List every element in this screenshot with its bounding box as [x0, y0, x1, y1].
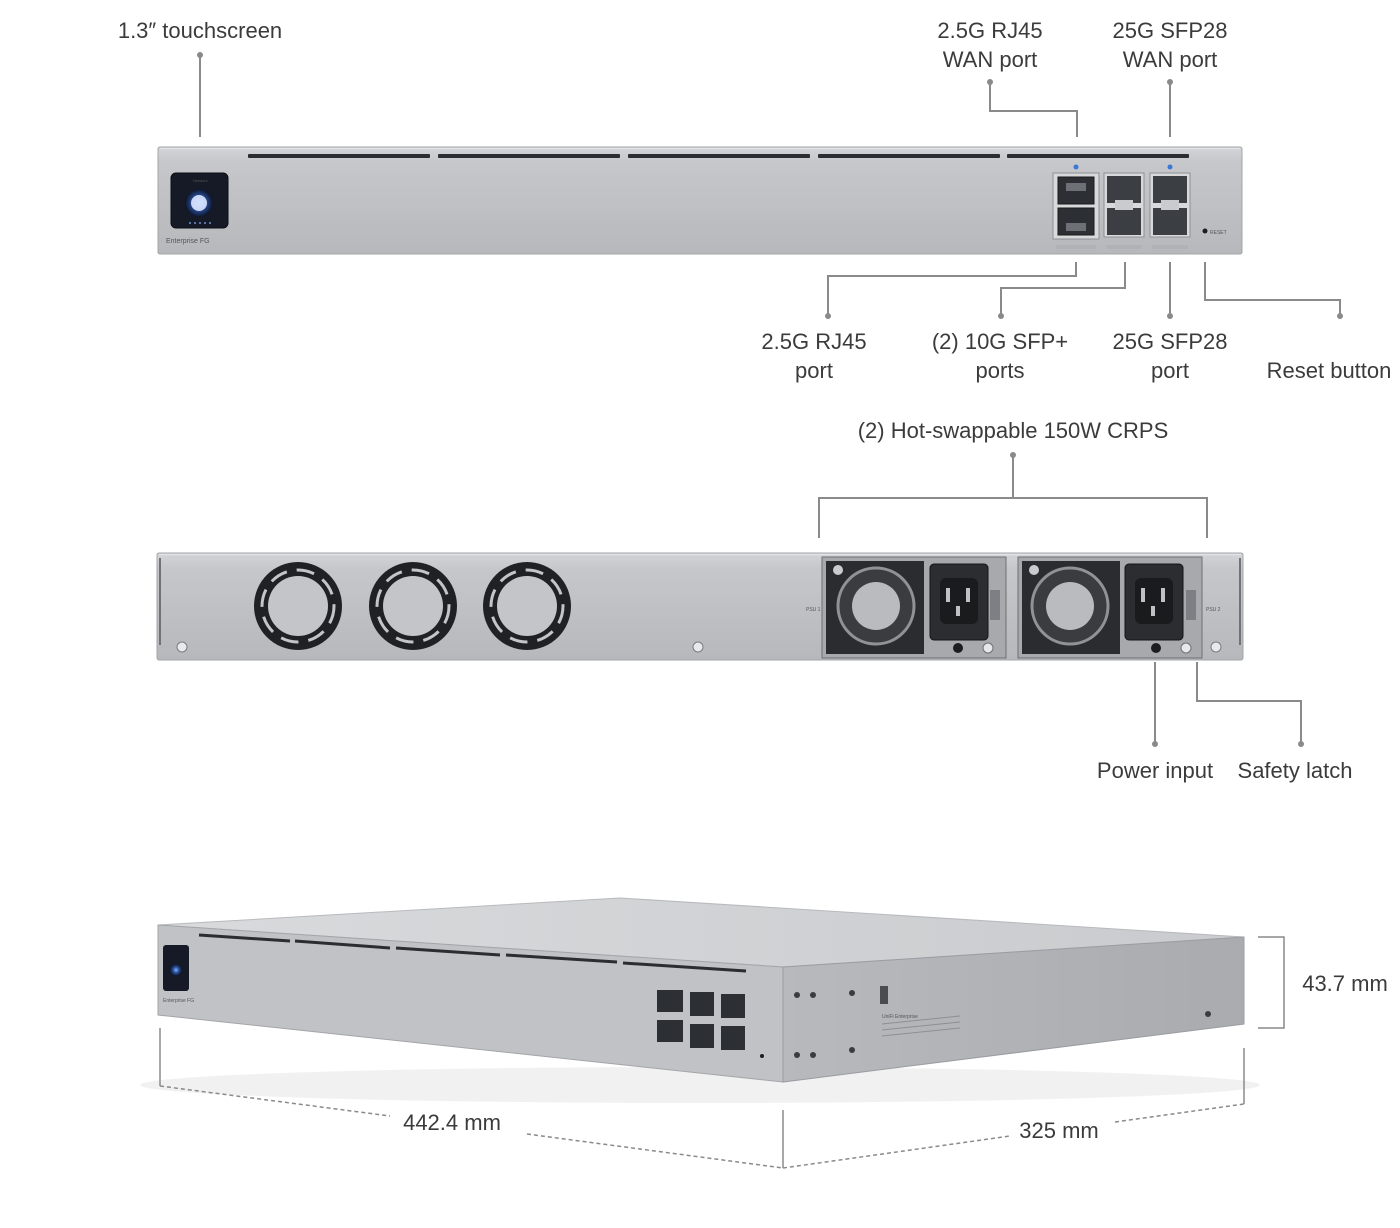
- psu-2: [1017, 556, 1203, 659]
- psu2-marking: PSU 2: [1206, 607, 1221, 613]
- wan-sfp28-callout-line-2: WAN port: [1122, 47, 1218, 72]
- touchscreen-callout: 1.3″ touchscreen: [100, 16, 300, 45]
- iso-model-label: Enterprise FG: [163, 998, 194, 1004]
- rear-leader-dots: [1010, 452, 1304, 747]
- sfp-plus-callout-line-2: ports: [975, 358, 1025, 383]
- wan-rj45-callout-line-2: WAN port: [942, 47, 1038, 72]
- sfp28-callout: 25G SFP28 port: [1085, 327, 1255, 385]
- wan-rj45-callout: 2.5G RJ45 WAN port: [905, 16, 1075, 74]
- front-leader-dots: [197, 52, 1343, 319]
- dimension-height: 43.7 mm: [1302, 971, 1388, 996]
- sfp28-callout-line-1: 25G SFP28: [1112, 329, 1228, 354]
- front-vent-slots: [248, 154, 1189, 158]
- dimension-depth: 325 mm: [1019, 1118, 1099, 1143]
- front-view: Network Enterprise FG: [157, 146, 1243, 255]
- rear-leader-lines: [818, 455, 1302, 744]
- rear-fan-3: [483, 562, 571, 650]
- isometric-view: Enterprise FG UniFi Enterprise: [140, 897, 1260, 1103]
- power-input-callout-line-1: Power input: [1096, 758, 1214, 783]
- iso-label-title: UniFi Enterprise: [882, 1014, 918, 1020]
- power-input-callout: Power input: [1080, 756, 1230, 785]
- reset-text: RESET: [1210, 230, 1227, 236]
- iso-side-face: [782, 936, 1245, 1083]
- psu-2-safety-latch: [1180, 642, 1192, 654]
- touchscreen-callout-line-1: 1.3″ touchscreen: [117, 18, 283, 43]
- sfp28-port-group: [1149, 164, 1191, 249]
- front-leader-lines: [199, 55, 1341, 316]
- wan-sfp28-callout: 25G SFP28 WAN port: [1085, 16, 1255, 74]
- sfp28-callout-line-2: port: [1151, 358, 1189, 383]
- psu-1: [821, 556, 1007, 659]
- iso-ports: [657, 990, 745, 1050]
- front-chassis: [157, 146, 1243, 255]
- touchscreen: Network: [170, 172, 229, 229]
- sfp-plus-port-group: [1103, 172, 1145, 249]
- psu-callout: (2) Hot-swappable 150W CRPS: [813, 416, 1213, 445]
- dimension-lines: [159, 936, 1285, 1169]
- sfp-plus-callout-line-1: (2) 10G SFP+: [931, 329, 1069, 354]
- reset-callout-line-1: Reset button: [1266, 358, 1392, 383]
- sfp-plus-callout: (2) 10G SFP+ ports: [910, 327, 1090, 385]
- reset-callout: Reset button: [1258, 356, 1400, 385]
- rj45-port-group: [1052, 164, 1100, 249]
- rear-fan-1: [254, 562, 342, 650]
- rear-screws: [176, 641, 1222, 653]
- wan-sfp28-callout-line-1: 25G SFP28: [1112, 18, 1228, 43]
- wan-rj45-callout-line-1: 2.5G RJ45: [937, 18, 1043, 43]
- reset-button: [1202, 228, 1208, 234]
- rear-view: PSU 1 PSU 2: [156, 552, 1244, 661]
- dimension-width: 442.4 mm: [403, 1110, 501, 1135]
- lan-rj45-callout-line-2: port: [795, 358, 833, 383]
- screen-title: Network: [193, 178, 208, 183]
- safety-latch-callout: Safety latch: [1226, 756, 1364, 785]
- psu-callout-line-1: (2) Hot-swappable 150W CRPS: [857, 418, 1169, 443]
- psu1-marking: PSU 1: [806, 607, 821, 613]
- iso-side-label: UniFi Enterprise: [880, 986, 961, 1037]
- front-model-label: Enterprise FG: [166, 238, 210, 245]
- safety-latch-callout-line-1: Safety latch: [1237, 758, 1353, 783]
- rear-fan-2: [369, 562, 457, 650]
- lan-rj45-callout: 2.5G RJ45 port: [729, 327, 899, 385]
- lan-rj45-callout-line-1: 2.5G RJ45: [761, 329, 867, 354]
